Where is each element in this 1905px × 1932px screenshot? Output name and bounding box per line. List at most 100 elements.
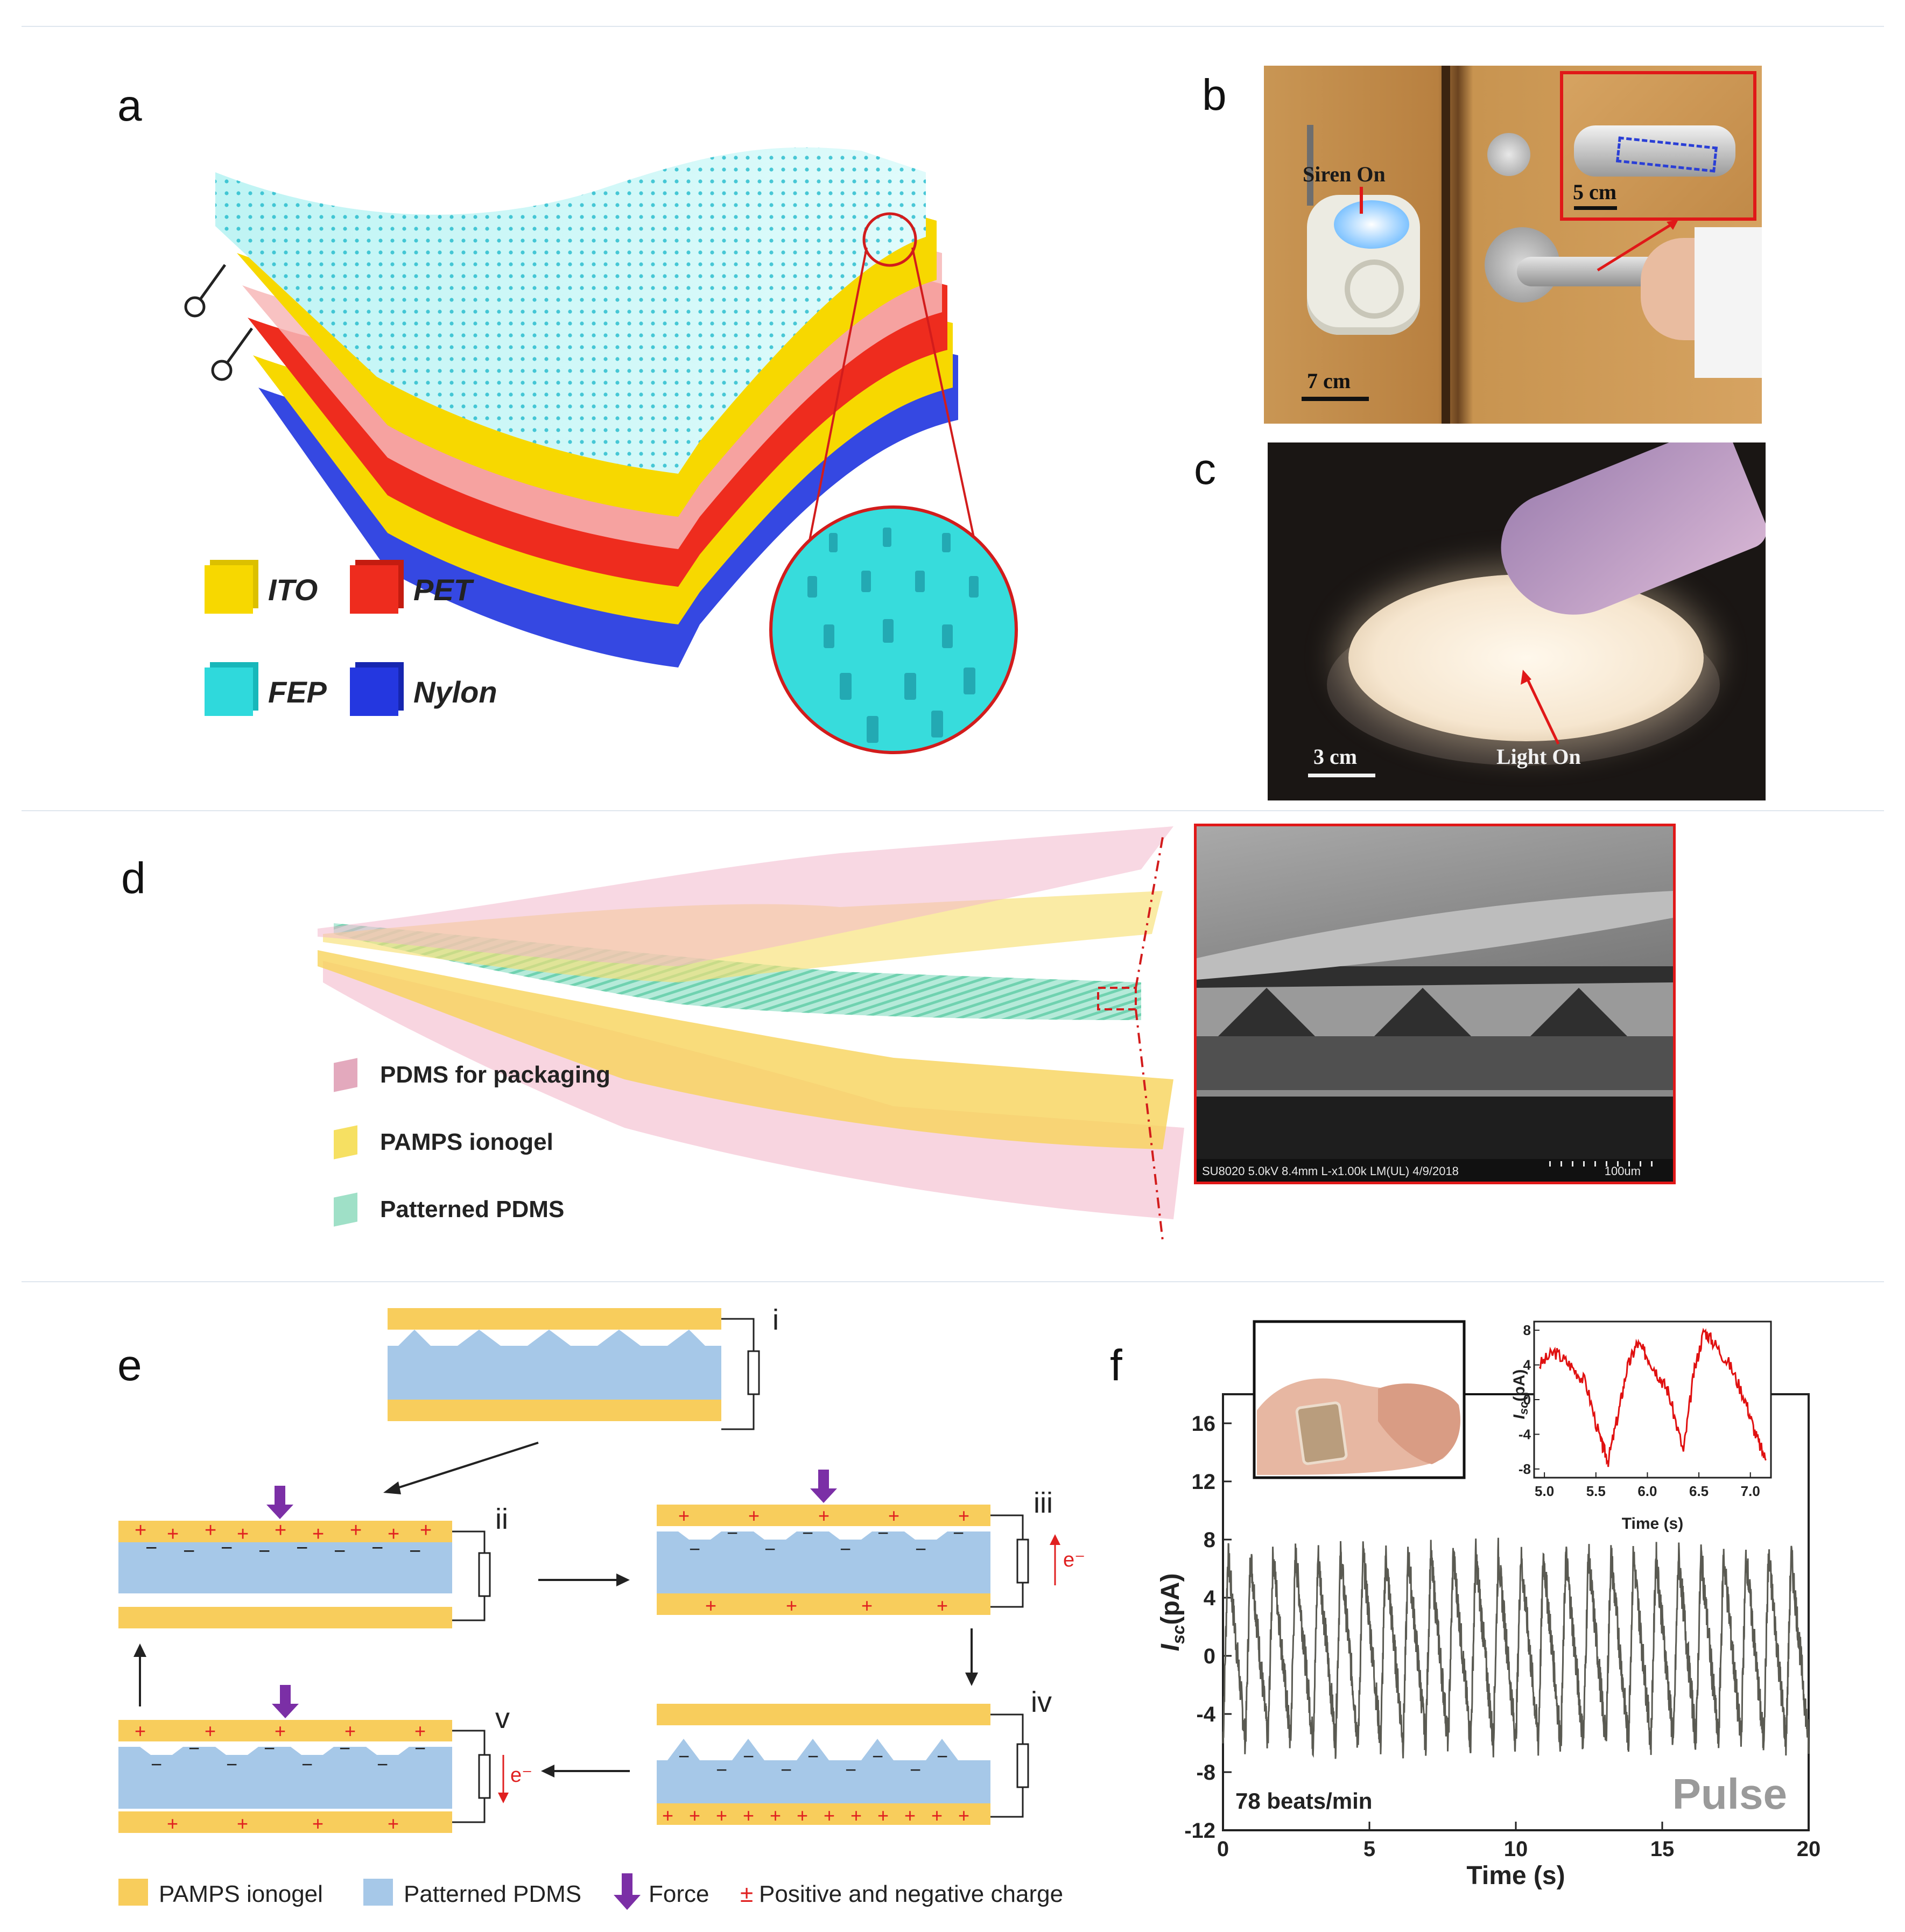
stage-i: i	[388, 1304, 779, 1430]
svg-text:+: +	[786, 1594, 797, 1617]
inset-y-tick-label: 4	[1523, 1357, 1531, 1373]
svg-text:+: +	[388, 1523, 399, 1545]
inset-x-axis-label: Time (s)	[1622, 1515, 1683, 1533]
scale-label-3cm: 3 cm	[1313, 744, 1358, 769]
electrode-terminal-1	[184, 296, 206, 318]
svg-text:−: −	[802, 1522, 813, 1544]
svg-text:−: −	[743, 1745, 754, 1767]
svg-text:−: −	[807, 1745, 819, 1767]
magnify-source-circle	[862, 212, 917, 267]
inset-signal-line	[1538, 1327, 1767, 1467]
svg-text:+: +	[312, 1523, 324, 1545]
ionogel-bottom	[318, 950, 1173, 1149]
handle-inset: 5 cm	[1560, 71, 1756, 221]
fep-swatch	[205, 668, 253, 716]
siren-speaker	[1345, 259, 1404, 319]
legend-label-charge: Positive and negative charge	[759, 1881, 1063, 1907]
main-x-tick-label: 0	[1217, 1837, 1229, 1861]
siren-light	[1334, 200, 1409, 249]
svg-text:+: +	[237, 1523, 249, 1545]
svg-text:+: +	[748, 1505, 760, 1527]
stage-label-v: v	[495, 1702, 510, 1734]
panel-letter-c: c	[1194, 445, 1216, 494]
inset-x-tick-label: 6.0	[1637, 1483, 1657, 1499]
svg-text:−: −	[678, 1745, 690, 1767]
svg-text:+: +	[877, 1804, 889, 1826]
svg-text:+: +	[904, 1804, 916, 1826]
panel-d-legend: PDMS for packaging PAMPS ionogel Pattern…	[334, 1058, 711, 1243]
electrode-terminal-2	[211, 360, 233, 381]
scale-bar-7cm	[1302, 397, 1369, 401]
svg-text:+: +	[414, 1720, 426, 1742]
legend-patterned-pdms: Patterned PDMS	[334, 1192, 565, 1227]
svg-text:−: −	[840, 1538, 851, 1560]
sleeve	[1695, 227, 1762, 378]
svg-text:−: −	[226, 1753, 237, 1775]
nylon-swatch	[350, 668, 398, 716]
legend-label-force: Force	[649, 1881, 709, 1907]
main-y-tick-label: 4	[1204, 1586, 1216, 1610]
svg-text:−: −	[414, 1737, 426, 1759]
pillar-array	[807, 528, 979, 743]
sem-scale-ticks	[1549, 1161, 1662, 1167]
pdms-packaging-swatch	[334, 1058, 357, 1092]
legend-ito: ITO	[205, 565, 318, 614]
sem-caption: SU8020 5.0kV 8.4mm L-x1.00k LM(UL) 4/9/2…	[1202, 1164, 1459, 1178]
main-y-tick-label: 16	[1192, 1412, 1216, 1436]
svg-text:+: +	[167, 1812, 178, 1835]
svg-text:−: −	[937, 1745, 948, 1767]
sem-image: SU8020 5.0kV 8.4mm L-x1.00k LM(UL) 4/9/2…	[1194, 824, 1676, 1184]
svg-text:+: +	[678, 1505, 690, 1527]
panel-letter-d: d	[121, 854, 146, 903]
svg-text:+: +	[420, 1519, 432, 1542]
main-x-tick-label: 20	[1797, 1837, 1821, 1861]
deadbolt	[1487, 133, 1530, 176]
section-divider-top	[22, 26, 1884, 27]
svg-text:−: −	[145, 1537, 157, 1559]
svg-text:−: −	[689, 1538, 700, 1560]
stage-label-iv: iv	[1031, 1686, 1052, 1718]
svg-text:+: +	[958, 1804, 969, 1826]
ito-swatch	[205, 565, 253, 614]
svg-text:+: +	[312, 1812, 324, 1835]
siren-on-label: Siren On	[1303, 162, 1386, 186]
inset-x-tick-label: 5.0	[1535, 1483, 1554, 1499]
svg-text:+: +	[275, 1519, 286, 1542]
electron-label-iii: e⁻	[1063, 1549, 1085, 1571]
stage-label-ii: ii	[495, 1503, 508, 1535]
panel-a-legend: ITO PET FEP Nylon	[205, 565, 581, 727]
legend-label-pdms-packaging: PDMS for packaging	[380, 1062, 610, 1088]
svg-text:+: +	[743, 1804, 754, 1826]
legend-swatch-pdms	[363, 1879, 393, 1906]
svg-text:−: −	[910, 1759, 921, 1781]
section-divider-1	[22, 810, 1884, 811]
inset-y-tick-label: -8	[1519, 1461, 1531, 1477]
inset-x-tick-label: 7.0	[1741, 1483, 1760, 1499]
svg-text:+: +	[850, 1804, 862, 1826]
legend-label-patterned-pdms: Patterned PDMS	[380, 1196, 565, 1223]
svg-text:−: −	[915, 1538, 926, 1560]
inset-x-tick-label: 5.5	[1586, 1483, 1606, 1499]
svg-text:−: −	[877, 1522, 889, 1544]
panel-c-photo: Light On 3 cm	[1268, 442, 1766, 800]
svg-text:+: +	[958, 1505, 969, 1527]
main-y-axis-label: Isc(pA)	[1156, 1573, 1188, 1652]
legend-label-pdms: Patterned PDMS	[404, 1881, 581, 1907]
beats-annotation: 78 beats/min	[1235, 1788, 1372, 1814]
svg-text:+: +	[167, 1523, 179, 1545]
svg-text:+: +	[861, 1594, 873, 1617]
svg-text:+: +	[205, 1720, 216, 1742]
pdms-packaging-top	[318, 826, 1173, 966]
main-x-tick-label: 10	[1504, 1837, 1528, 1861]
svg-text:−: −	[188, 1737, 200, 1759]
fep-dot-pattern	[215, 147, 926, 474]
stage-label-i: i	[772, 1304, 779, 1336]
svg-text:−: −	[334, 1540, 346, 1563]
svg-text:−: −	[339, 1737, 350, 1759]
main-y-tick-label: 0	[1204, 1645, 1215, 1668]
svg-text:−: −	[183, 1540, 195, 1563]
svg-text:+: +	[689, 1804, 700, 1826]
svg-text:−: −	[264, 1737, 275, 1759]
svg-text:−: −	[953, 1522, 964, 1544]
svg-text:+: +	[135, 1519, 146, 1542]
